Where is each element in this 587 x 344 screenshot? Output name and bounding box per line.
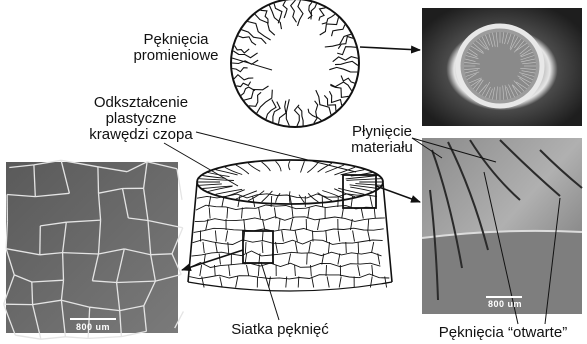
arrow-to-end-face-photo <box>360 47 420 50</box>
crack-network-vertical <box>326 231 327 242</box>
crack-network-vertical <box>327 277 329 288</box>
end-face-photo <box>422 8 582 126</box>
crack-network-vertical <box>200 265 202 276</box>
crack-network-vertical <box>245 242 246 253</box>
label-radial-cracks-line1: Pęknięcia <box>118 32 234 48</box>
crack-network-vertical <box>215 231 216 242</box>
crack-network-vertical <box>282 231 284 242</box>
crack-network-horizontal <box>190 263 380 268</box>
crack-network-vertical <box>295 231 297 242</box>
crack-network-scale-label: 800 um <box>76 322 110 332</box>
crack-network-horizontal <box>192 251 382 256</box>
label-crack-network: Siatka pęknięć <box>220 322 340 338</box>
crack-network-vertical <box>259 208 261 219</box>
crack-network-vertical <box>203 242 204 253</box>
material-flow-photo <box>422 138 582 314</box>
crack-network-vertical <box>370 196 372 207</box>
photo-crack-segment <box>151 254 172 255</box>
photo-crack-segment <box>32 282 33 305</box>
crack-network-vertical <box>247 265 249 276</box>
photo-crack-segment <box>40 226 41 255</box>
label-plastic-deformation-line3: krawędzi czopa <box>72 127 210 143</box>
label-material-flow-line2: materiału <box>334 140 430 156</box>
crack-network-vertical <box>372 265 373 276</box>
label-open-cracks: Pęknięcia “otwarte” <box>423 325 583 341</box>
crack-network-vertical <box>339 277 341 288</box>
crack-network-vertical <box>368 231 370 242</box>
crack-network-vertical <box>295 242 297 253</box>
crack-network-vertical <box>368 219 369 230</box>
photo-crack-segment <box>15 335 41 339</box>
label-radial-cracks-line2: promieniowe <box>118 48 234 64</box>
crack-network-vertical <box>244 219 245 230</box>
photo-crack-segment <box>65 337 88 339</box>
label-material-flow-line1: Płynięcie <box>334 124 430 140</box>
label-plastic-deformation: Odkształcenie plastyczne krawędzi czopa <box>72 95 210 143</box>
crack-network-vertical <box>342 208 344 219</box>
crack-network-vertical <box>242 208 243 219</box>
crack-network-vertical <box>220 277 222 288</box>
crack-network-vertical <box>262 231 263 242</box>
crack-network-vertical <box>338 254 340 265</box>
crack-network-vertical <box>229 265 230 276</box>
crack-network-vertical <box>219 254 220 265</box>
crack-network-vertical <box>346 242 347 253</box>
label-radial-cracks: Pęknięcia promieniowe <box>118 32 234 64</box>
crack-network-vertical <box>312 277 314 288</box>
crack-network-vertical <box>215 242 217 253</box>
crack-network-vertical <box>374 208 375 219</box>
crack-network-photo <box>4 160 184 339</box>
material-flow-scale-bar <box>486 296 522 298</box>
photo-crack-segment <box>41 337 66 339</box>
pin-frustum <box>188 160 392 291</box>
label-plastic-deformation-line2: plastyczne <box>72 111 210 127</box>
crack-network-vertical <box>226 231 228 242</box>
crack-network-vertical <box>258 265 259 276</box>
crack-network-vertical <box>263 219 265 230</box>
crack-network-vertical <box>236 277 238 288</box>
crack-network-horizontal <box>195 217 385 222</box>
photo-crack-segment <box>98 167 99 193</box>
crack-network-vertical <box>227 208 228 219</box>
crack-network-vertical <box>295 265 296 276</box>
crack-network-vertical <box>326 265 327 276</box>
crack-network-vertical <box>279 219 280 230</box>
crack-network-vertical <box>307 254 308 265</box>
photo-crack-segment <box>88 337 121 339</box>
crack-network-vertical <box>358 265 360 276</box>
crack-network-vertical <box>298 277 299 288</box>
crack-network-scale-bar <box>70 318 116 320</box>
label-plastic-deformation-line1: Odkształcenie <box>72 95 210 111</box>
crack-network-horizontal <box>194 228 384 232</box>
crack-network-vertical <box>318 219 320 230</box>
crack-network-vertical <box>262 242 263 253</box>
crack-network-vertical <box>292 208 293 219</box>
photo-crack-segment <box>63 253 64 281</box>
crack-network-vertical <box>228 242 229 253</box>
crack-network-vertical <box>338 196 339 207</box>
crack-network-vertical <box>328 242 329 253</box>
crack-network-vertical <box>372 242 374 253</box>
crack-network-zoom-box <box>243 231 273 263</box>
crack-network-vertical <box>353 231 355 242</box>
crack-network-vertical <box>209 208 210 219</box>
arrow-to-material-flow-photo <box>376 186 420 202</box>
crack-network-vertical <box>308 208 310 219</box>
crack-network-vertical <box>358 242 359 253</box>
crack-network-vertical <box>290 219 292 230</box>
crack-network-vertical <box>338 231 340 242</box>
crack-network-vertical <box>309 242 311 253</box>
crack-network-vertical <box>361 208 363 219</box>
material-flow-scale-label: 800 um <box>488 299 522 309</box>
label-material-flow: Płynięcie materiału <box>334 124 430 156</box>
